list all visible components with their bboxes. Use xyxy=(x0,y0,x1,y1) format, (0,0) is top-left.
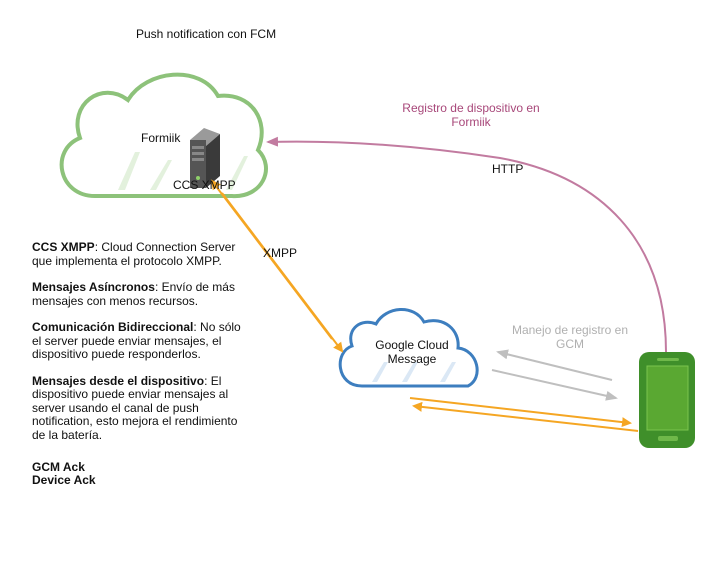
note-item: Comunicación Bidireccional: No sólo el s… xyxy=(32,320,252,362)
gcm-label: Google Cloud Message xyxy=(375,338,449,366)
note-term: Mensajes desde el dispositivo xyxy=(32,373,205,388)
xmpp-arrows xyxy=(210,179,344,353)
manejo-edge-label: Manejo de registro en GCM xyxy=(511,323,629,351)
note-text: : No sólo el server puede enviar mensaje… xyxy=(32,320,241,361)
note-item: Mensajes desde el dispositivo: El dispos… xyxy=(32,373,252,443)
device-ack-label: Device Ack xyxy=(32,473,96,487)
gcm-cloud xyxy=(338,308,479,388)
note-term: Comunicación Bidireccional xyxy=(32,320,194,334)
note-item: CCS XMPP: Cloud Connection Server que im… xyxy=(32,240,252,268)
registro-edge-label: Registro de dispositivo en Formiik xyxy=(402,101,540,129)
note-text: : Cloud Connection Server que implementa… xyxy=(32,240,236,268)
note-term: CCS XMPP xyxy=(32,240,95,254)
device-gcm-arrows xyxy=(409,397,639,432)
http-registration-arrow xyxy=(266,136,667,353)
gcm-registration-arrows xyxy=(491,349,618,401)
ccs-xmpp-label: CCS XMPP xyxy=(173,178,236,192)
note-item: Mensajes Asíncronos: Envío de más mensaj… xyxy=(32,280,252,308)
note-text: : Envío de más mensajes con menos recurs… xyxy=(32,280,235,308)
formiik-label: Formiik xyxy=(141,131,181,145)
diagram-title: Push notification con FCM xyxy=(136,27,277,41)
xmpp-edge-label: XMPP xyxy=(263,246,298,260)
phone-icon xyxy=(639,352,695,448)
note-text: : El dispositivo puede enviar mensajes a… xyxy=(32,373,238,442)
acks-list: GCM Ack Device Ack xyxy=(32,461,96,487)
gcm-ack-label: GCM Ack xyxy=(32,460,85,474)
notes-panel: CCS XMPP: Cloud Connection Server que im… xyxy=(32,240,252,455)
http-edge-label: HTTP xyxy=(492,162,524,176)
server-icon xyxy=(190,128,220,188)
note-term: Mensajes Asíncronos xyxy=(32,280,155,294)
